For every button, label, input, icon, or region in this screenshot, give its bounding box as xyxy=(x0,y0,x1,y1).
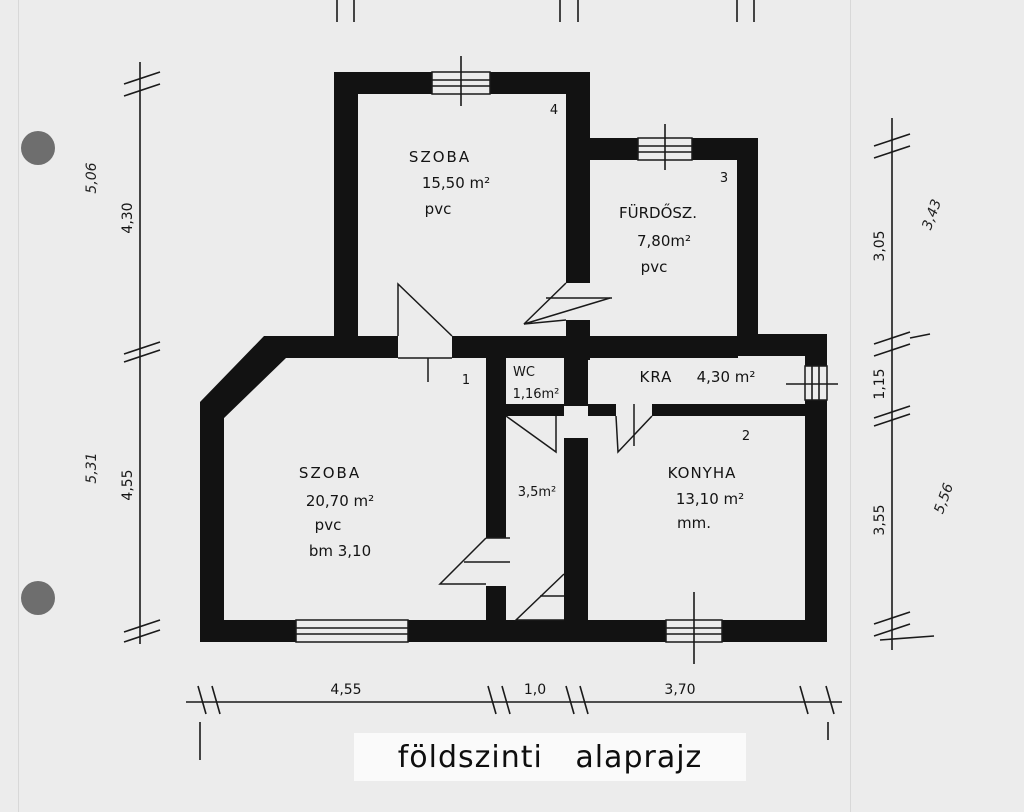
doors xyxy=(397,282,653,621)
punch-hole-top xyxy=(21,131,55,165)
room-floor: pvc xyxy=(641,258,668,276)
dim-right-top: 3,05 xyxy=(872,230,888,261)
page-edge-left xyxy=(18,0,19,812)
room-wc: WC 1,16m² xyxy=(513,365,560,402)
room-area: 20,70 m² xyxy=(306,492,374,510)
room-hallway: 3,5m² xyxy=(518,485,557,500)
room-name: WC xyxy=(513,365,535,380)
note-right-top: 3,43 xyxy=(919,197,945,232)
room-area: 3,5m² xyxy=(518,485,557,500)
room-floor: pvc xyxy=(315,516,342,534)
room-kamra: KRA 4,30 m² xyxy=(640,368,756,386)
dim-bottom-middle: 1,0 xyxy=(524,682,546,698)
dim-left-top: 4,30 xyxy=(120,202,136,233)
room-konyha: KONYHA 13,10 m² mm. 2 xyxy=(668,429,751,532)
note-right-bottom: 5,56 xyxy=(931,481,957,516)
dim-bottom-left: 4,55 xyxy=(330,682,361,698)
punch-hole-bottom xyxy=(21,581,55,615)
room-name: SZOBA xyxy=(299,464,361,482)
room-szoba-top: SZOBA 15,50 m² pvc 4 xyxy=(409,103,558,218)
walls xyxy=(200,72,827,642)
note-left-top: 5,06 xyxy=(84,162,100,193)
plan-caption: földszinti alaprajz xyxy=(354,733,746,781)
room-area: 1,16m² xyxy=(513,387,560,402)
room-floor: pvc xyxy=(425,200,452,218)
dim-bottom-right: 3,70 xyxy=(664,682,695,698)
room-szoba-large: SZOBA 20,70 m² pvc bm 3,10 1 xyxy=(299,373,470,560)
windows xyxy=(295,56,838,664)
room-number: 4 xyxy=(550,103,558,118)
top-edge-ticks xyxy=(336,0,755,22)
dimension-lines xyxy=(123,62,935,760)
room-number: 3 xyxy=(720,171,728,186)
room-furdoszoba: FÜRDŐSZ. 7,80m² pvc 3 xyxy=(619,171,728,276)
room-area: 7,80m² xyxy=(637,232,691,250)
note-left-bottom: 5,31 xyxy=(84,452,100,483)
room-number: 2 xyxy=(742,429,750,444)
room-area: 13,10 m² xyxy=(676,490,744,508)
dim-left-bottom: 4,55 xyxy=(120,469,136,500)
page-edge-right xyxy=(850,0,851,812)
room-name: KRA xyxy=(640,368,673,386)
room-area: 15,50 m² xyxy=(422,174,490,192)
room-extra: bm 3,10 xyxy=(309,542,371,560)
dim-right-bottom: 3,55 xyxy=(872,504,888,535)
room-name: FÜRDŐSZ. xyxy=(619,202,697,222)
room-number: 1 xyxy=(462,373,470,388)
room-name: SZOBA xyxy=(409,148,471,166)
dim-right-middle: 1,15 xyxy=(872,368,888,399)
room-floor: mm. xyxy=(677,514,711,532)
room-name: KONYHA xyxy=(668,464,737,482)
room-area: 4,30 m² xyxy=(697,368,756,386)
